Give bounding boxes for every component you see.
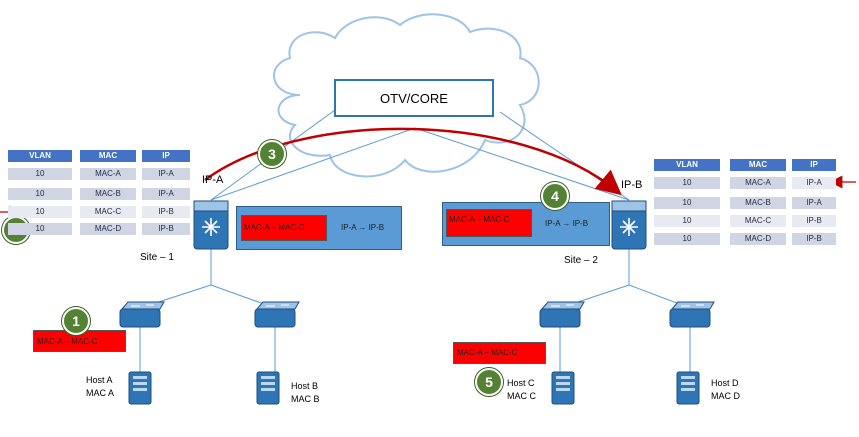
host-a-name: Host A bbox=[86, 375, 113, 385]
ip-a-label: IP-A bbox=[202, 174, 224, 186]
right-table-cell: 10 bbox=[654, 233, 720, 245]
switch-site2-right-icon bbox=[669, 301, 715, 328]
left-table-cell: 10 bbox=[8, 168, 72, 180]
right-table-cell: IP-B bbox=[792, 233, 836, 245]
host-d-label: Host D MAC D bbox=[711, 377, 740, 403]
right-table-header-mac: MAC bbox=[730, 159, 786, 171]
left-table-cell: IP-A bbox=[142, 168, 190, 180]
left-table-cell: IP-B bbox=[142, 206, 190, 218]
edge-router-site1-icon bbox=[193, 200, 229, 250]
left-table-cell: IP-B bbox=[142, 223, 190, 235]
left-table-cell: IP-A bbox=[142, 188, 190, 200]
host-a-label: Host A MAC A bbox=[86, 374, 114, 400]
host-c-server-icon bbox=[551, 371, 575, 405]
ip-b-label: IP-B bbox=[621, 179, 643, 191]
left-table-header-ip: IP bbox=[142, 150, 190, 162]
switch-site1-right-icon bbox=[254, 301, 300, 328]
host-frame-5: MAC-A – MAC-C bbox=[453, 342, 546, 364]
left-table-header-vlan: VLAN bbox=[8, 150, 72, 162]
right-table-header-ip: IP bbox=[792, 159, 836, 171]
left-table-cell: MAC-C bbox=[80, 206, 136, 218]
step-4-badge: 4 bbox=[541, 182, 569, 210]
edge-router-site2-icon bbox=[611, 200, 647, 250]
right-table-cell: MAC-B bbox=[730, 197, 786, 209]
host-d-mac: MAC D bbox=[711, 391, 740, 401]
step-3-badge: 3 bbox=[258, 140, 286, 168]
encap-header-site1: IP-A → IP-B bbox=[341, 223, 385, 232]
step-5-badge: 5 bbox=[475, 368, 503, 396]
left-table-cell: 10 bbox=[8, 188, 72, 200]
left-table-cell: 10 bbox=[8, 206, 72, 218]
right-table-cell: 10 bbox=[654, 197, 720, 209]
host-b-server-icon bbox=[256, 371, 280, 405]
encap-header-site2: IP-A → IP-B bbox=[545, 219, 589, 228]
site1-label: Site – 1 bbox=[140, 252, 174, 263]
right-table-cell: MAC-C bbox=[730, 215, 786, 227]
inner-frame-site2: MAC-A – MAC-C bbox=[446, 209, 532, 237]
right-table-cell: MAC-D bbox=[730, 233, 786, 245]
site2-label: Site – 2 bbox=[564, 255, 598, 266]
right-table-cell: IP-B bbox=[792, 215, 836, 227]
host-d-name: Host D bbox=[711, 378, 739, 388]
left-table-cell: 10 bbox=[8, 223, 72, 235]
left-table-cell: MAC-A bbox=[80, 168, 136, 180]
otv-tunnel-arrow bbox=[204, 127, 622, 196]
switch-site2-left-icon bbox=[539, 301, 585, 328]
right-table-header-vlan: VLAN bbox=[654, 159, 720, 171]
cloud-label: OTV/CORE bbox=[380, 91, 448, 106]
right-table-cell: IP-A bbox=[792, 177, 836, 189]
host-b-label: Host B MAC B bbox=[291, 380, 320, 406]
encap-packet-site2: MAC-A – MAC-C IP-A → IP-B bbox=[442, 202, 610, 246]
host-b-mac: MAC B bbox=[291, 394, 320, 404]
host-a-server-icon bbox=[128, 371, 152, 405]
otv-core-box bbox=[334, 79, 494, 117]
left-table-cell: MAC-D bbox=[80, 223, 136, 235]
encap-packet-site1: MAC-A – MAC-C IP-A → IP-B bbox=[236, 206, 402, 250]
right-table-cell: IP-A bbox=[792, 197, 836, 209]
host-c-label: Host C MAC C bbox=[507, 377, 536, 403]
host-frame-1: MAC-A – MAC-C bbox=[33, 330, 126, 352]
right-table-cell: 10 bbox=[654, 177, 720, 189]
inner-frame-site1: MAC-A – MAC-C bbox=[241, 215, 327, 241]
left-table-header-mac: MAC bbox=[80, 150, 136, 162]
left-table-cell: MAC-B bbox=[80, 188, 136, 200]
host-c-name: Host C bbox=[507, 378, 535, 388]
right-table-cell: MAC-A bbox=[730, 177, 786, 189]
host-d-server-icon bbox=[676, 371, 700, 405]
right-table-cell: 10 bbox=[654, 215, 720, 227]
step-1-badge: 1 bbox=[62, 307, 90, 335]
switch-site1-left-icon bbox=[119, 301, 165, 328]
host-c-mac: MAC C bbox=[507, 391, 536, 401]
host-b-name: Host B bbox=[291, 381, 319, 391]
host-a-mac: MAC A bbox=[86, 388, 115, 398]
